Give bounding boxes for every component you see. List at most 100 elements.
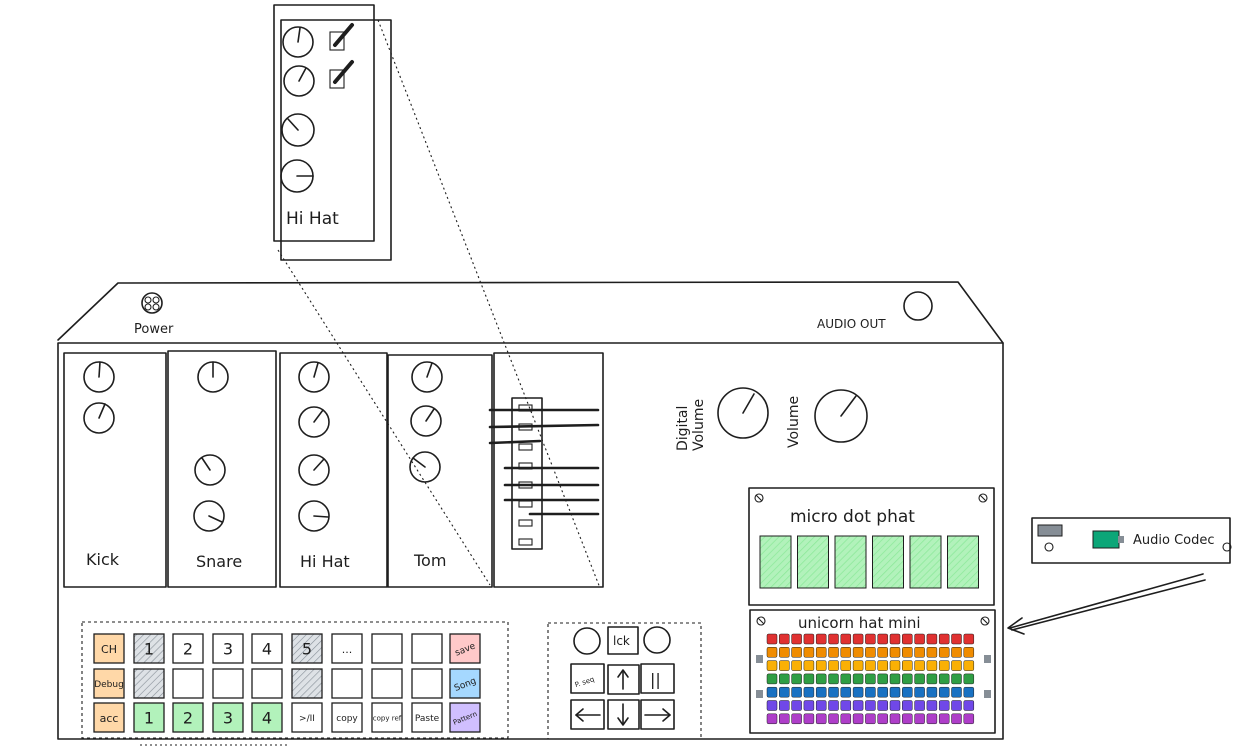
- pad-button[interactable]: 4: [251, 633, 283, 664]
- knob[interactable]: [298, 406, 330, 438]
- pad-button[interactable]: 2: [172, 633, 204, 664]
- patch-jack[interactable]: [329, 60, 354, 89]
- lock-button[interactable]: lck: [607, 626, 639, 655]
- pad-button[interactable]: 5: [291, 633, 323, 664]
- knob[interactable]: [197, 361, 229, 393]
- p-seq-button[interactable]: P. seq: [570, 663, 605, 694]
- pad-button[interactable]: Debug: [93, 668, 125, 699]
- knob[interactable]: [409, 451, 441, 483]
- pad-button[interactable]: CH: [93, 633, 125, 664]
- hihat-detail-knobs: [280, 26, 315, 193]
- pad-button[interactable]: 4: [251, 702, 283, 733]
- pad-button[interactable]: [133, 668, 165, 699]
- pad-face: [172, 668, 204, 699]
- led: [828, 686, 839, 698]
- knob[interactable]: [193, 500, 225, 532]
- digital-volume: Digital Volume: [675, 387, 769, 451]
- led: [828, 700, 839, 711]
- led: [815, 713, 827, 725]
- led: [828, 713, 839, 725]
- knob[interactable]: [298, 361, 330, 393]
- led: [840, 660, 852, 671]
- pad-button[interactable]: Pattern: [449, 702, 481, 733]
- led: [791, 660, 802, 671]
- led: [865, 700, 876, 711]
- pad-button[interactable]: [291, 668, 323, 699]
- right-arrow-button[interactable]: [640, 699, 675, 730]
- pad-button[interactable]: [411, 633, 443, 664]
- led: [914, 673, 925, 685]
- up-arrow-button[interactable]: [607, 664, 640, 695]
- pad-button[interactable]: [331, 668, 363, 699]
- knob[interactable]: [298, 500, 330, 532]
- pad-button[interactable]: 3: [212, 702, 244, 733]
- led: [889, 673, 901, 685]
- volume-knob[interactable]: [814, 389, 868, 443]
- power-button[interactable]: Power: [134, 292, 174, 337]
- audio-out-jack[interactable]: AUDIO OUT: [817, 291, 933, 331]
- power-label: Power: [134, 322, 174, 337]
- pad-face: [449, 702, 481, 733]
- knob[interactable]: [410, 405, 442, 437]
- pad-button[interactable]: 2: [172, 702, 204, 733]
- pad-button[interactable]: 1: [133, 633, 165, 664]
- matrix-segment: [947, 535, 979, 589]
- pad-button[interactable]: ...: [331, 633, 363, 664]
- pad-button[interactable]: Paste: [411, 702, 443, 733]
- pad-button[interactable]: [251, 668, 283, 699]
- led: [951, 686, 962, 698]
- nav-circle-button[interactable]: [573, 627, 601, 655]
- down-arrow-button[interactable]: [607, 699, 640, 730]
- hihat-detail-card: Hi Hat: [273, 4, 392, 261]
- pad-label: copy ref: [373, 714, 402, 722]
- knob[interactable]: [411, 361, 443, 393]
- led: [766, 686, 778, 698]
- pad-button[interactable]: [172, 668, 204, 699]
- led: [902, 686, 913, 698]
- knob[interactable]: [283, 65, 315, 97]
- pad-button[interactable]: acc: [93, 702, 125, 733]
- audio-codec-board: Audio Codec: [1031, 517, 1232, 564]
- pad-button[interactable]: save: [449, 633, 481, 664]
- patch-jack[interactable]: [329, 23, 354, 51]
- knob[interactable]: [298, 454, 330, 486]
- pause-label: ||: [650, 670, 661, 689]
- channel-hihat: Hi Hat: [279, 352, 388, 588]
- led: [902, 660, 913, 671]
- label-line: Volume: [691, 399, 707, 451]
- led: [791, 633, 802, 645]
- knob[interactable]: [282, 26, 314, 58]
- digital-volume-knob[interactable]: [717, 387, 769, 439]
- led: [803, 673, 815, 685]
- led: [803, 686, 815, 698]
- led: [889, 660, 901, 671]
- knob[interactable]: [83, 402, 115, 434]
- pause-button[interactable]: ||: [640, 663, 675, 694]
- pad-button[interactable]: [371, 668, 403, 699]
- led: [951, 673, 962, 685]
- pad-face: [291, 702, 323, 733]
- led: [889, 713, 901, 725]
- led: [938, 686, 950, 698]
- volume-label: Volume: [786, 396, 802, 448]
- knob[interactable]: [83, 361, 115, 393]
- pad-button[interactable]: copy: [331, 702, 363, 733]
- knob[interactable]: [194, 454, 226, 486]
- pad-button[interactable]: >/II: [291, 702, 323, 733]
- pad-button[interactable]: copy ref: [371, 702, 403, 733]
- pad-label: copy: [336, 714, 358, 724]
- led: [803, 660, 815, 671]
- pad-button[interactable]: Song: [449, 668, 481, 699]
- led: [815, 673, 827, 685]
- pad-label: ...: [342, 643, 353, 656]
- pad-button[interactable]: 3: [212, 633, 244, 664]
- pad-button[interactable]: [411, 668, 443, 699]
- nav-circle-button[interactable]: [643, 626, 671, 654]
- knob[interactable]: [280, 159, 314, 193]
- pad-button[interactable]: [371, 633, 403, 664]
- pad-button[interactable]: 1: [133, 702, 165, 733]
- left-arrow-button[interactable]: [570, 699, 605, 730]
- pad-button[interactable]: [212, 668, 244, 699]
- knob[interactable]: [281, 113, 315, 147]
